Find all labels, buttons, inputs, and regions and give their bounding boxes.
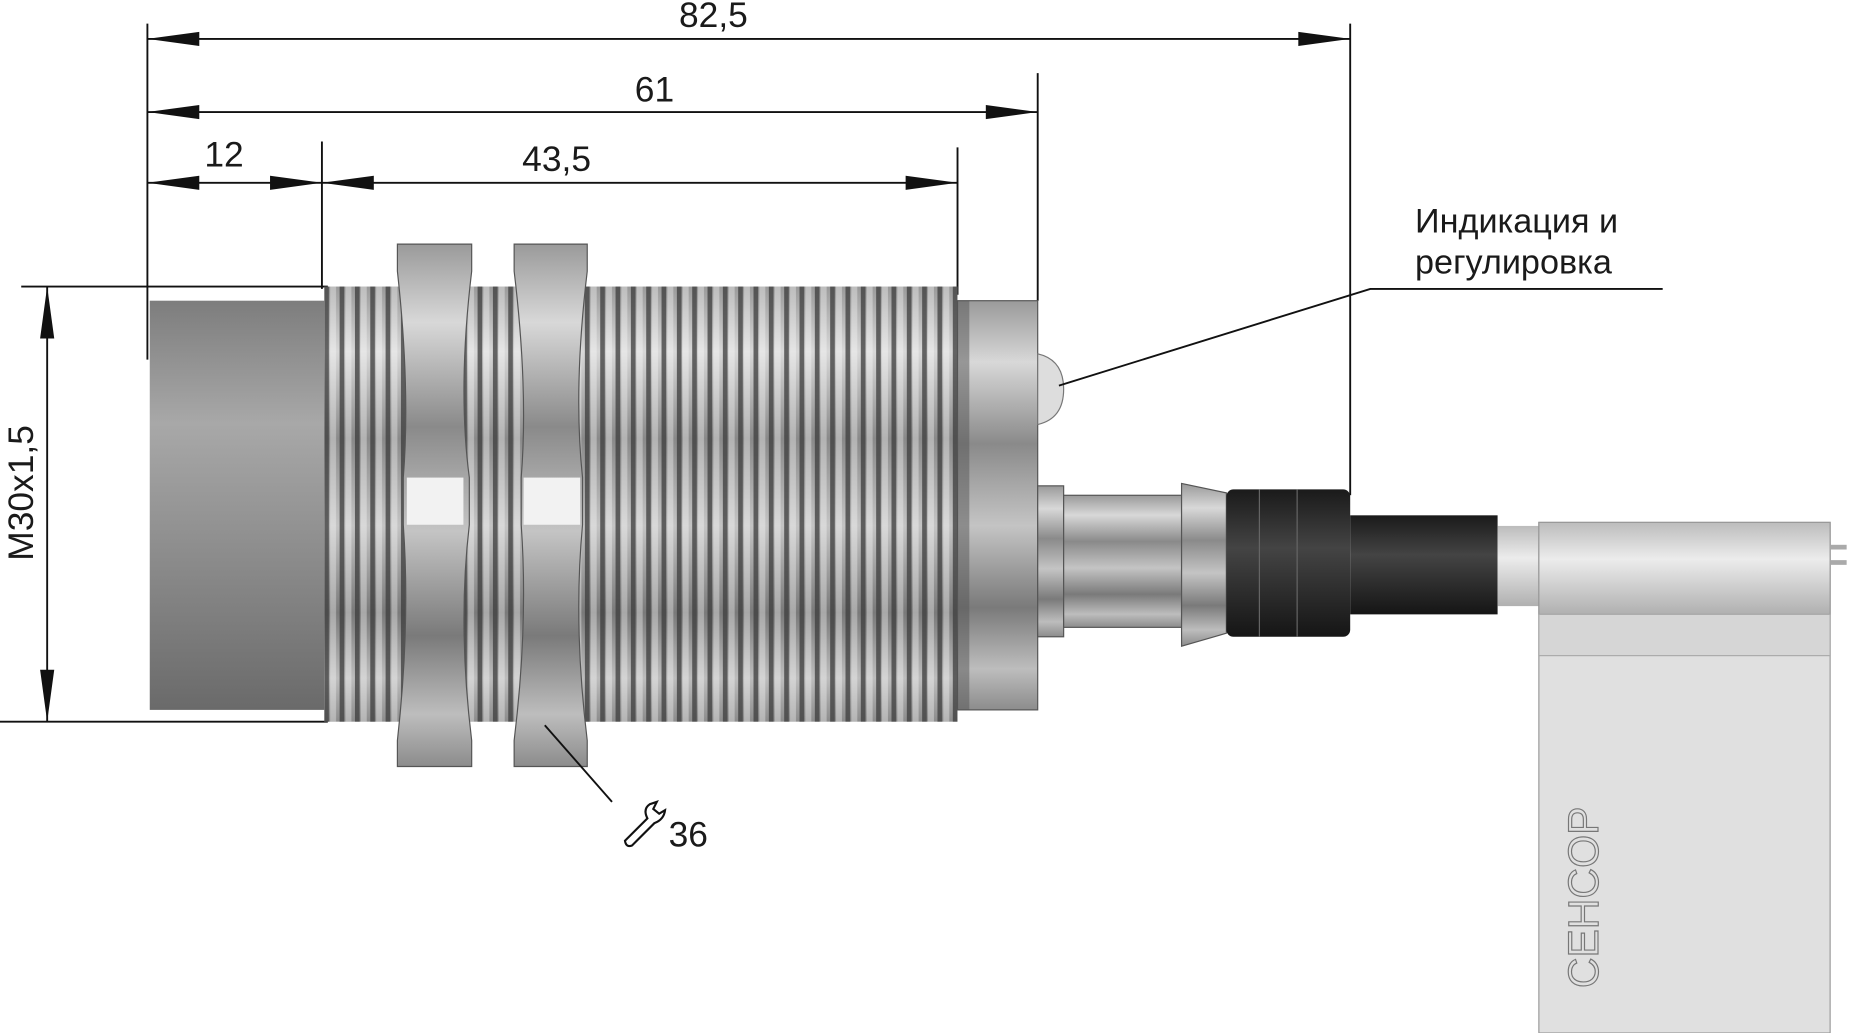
callout-line-2: регулировка (1415, 244, 1613, 282)
led-indicator (1037, 353, 1065, 426)
dimension-overall: 82,5 (147, 0, 1351, 46)
rubber-sleeve (1226, 489, 1351, 637)
dim-overall-label: 82,5 (679, 0, 748, 35)
extension-lines (0, 23, 1352, 723)
callout-line-1: Индикация и (1415, 202, 1618, 240)
wrench-callout: 36 (544, 724, 708, 855)
lock-nut-1 (396, 243, 473, 768)
rear-flange (956, 300, 1039, 711)
dimension-diameter: M30x1,5 (2, 286, 55, 722)
dimension-face: 12 (147, 135, 322, 190)
dimension-body: 61 (147, 70, 1038, 120)
dimension-thread: 43,5 (321, 140, 958, 190)
dim-face-label: 12 (204, 135, 243, 174)
angled-plug: CEHCOP (1538, 521, 1847, 1033)
dim-diameter-label: M30x1,5 (2, 425, 41, 561)
dim-body-label: 61 (635, 70, 674, 109)
plug-logo: CEHCOP (1560, 807, 1607, 989)
connector-neck (1037, 485, 1065, 638)
lock-nut-2 (513, 243, 588, 768)
indication-callout: Индикация и регулировка (1058, 202, 1663, 387)
sensing-face (149, 300, 325, 710)
wrench-icon (623, 800, 667, 848)
sensor-body: CEHCOP (149, 243, 1847, 1033)
wrench-size-label: 36 (669, 816, 708, 855)
cable (1350, 515, 1498, 615)
dim-thread-label: 43,5 (522, 140, 591, 179)
